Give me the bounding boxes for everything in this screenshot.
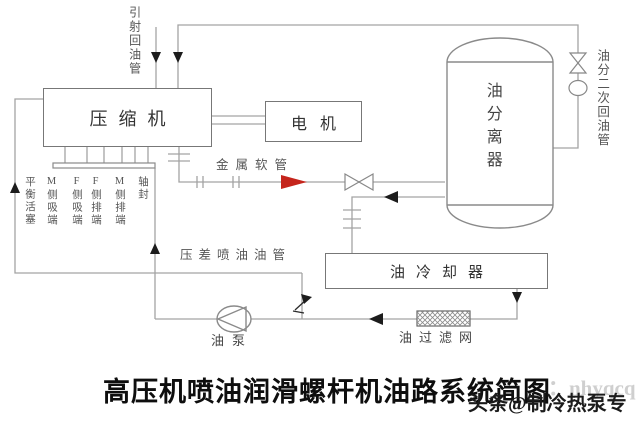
pipe-separator-to-cooler: [351, 196, 445, 253]
oil-separator-vessel: [446, 37, 554, 229]
flange-cooler-inlet: [343, 209, 361, 229]
port-label-m-suction: M侧吸端: [46, 176, 58, 227]
arrow-left-separator-out: [384, 191, 398, 203]
pipe-secondary-return-run: [177, 24, 579, 149]
compressor-box: 压缩机: [43, 88, 212, 147]
flow-arrows: [10, 52, 522, 325]
arrow-up-balance-line: [10, 182, 20, 193]
compressor-label: 压缩机: [89, 108, 177, 129]
motor-label: 电机: [290, 115, 349, 133]
ejector-return-label: 引射回油管: [127, 6, 142, 76]
oil-filter-label: 油过滤网: [399, 330, 480, 345]
relief-valve-icon: [292, 294, 312, 314]
pressure-injection-label: 压差喷油油管: [180, 248, 292, 262]
compressor-port-stubs: [64, 145, 149, 163]
shaft-coupling-lines: [210, 115, 265, 125]
secondary-return-valve-icon: [568, 52, 588, 97]
motor-box: 电机: [265, 101, 362, 142]
arrow-down-ejector-a: [151, 52, 161, 63]
port-label-balance-piston: 平衡活塞: [24, 176, 36, 226]
port-label-shaft-seal: 轴封: [137, 176, 149, 201]
flange-metal-hose: [196, 176, 240, 188]
port-label-m-discharge: M侧排端: [114, 176, 126, 227]
oil-pump-label: 油泵: [211, 333, 254, 348]
oil-filter-icon: [416, 310, 471, 327]
oil-cooler-box: 油冷却器: [325, 253, 548, 289]
oil-separator-label: 油分离器: [483, 82, 501, 174]
arrow-left-filter-line: [369, 313, 383, 325]
arrow-red-discharge: [281, 175, 307, 189]
port-manifold-bar: [52, 162, 156, 169]
watermark-faint: ：nhyqcq: [548, 376, 636, 400]
discharge-valve-icon: [344, 172, 374, 192]
metal-hose-label: 金属软管: [216, 158, 295, 172]
port-label-f-suction: F侧吸端: [71, 176, 83, 227]
arrow-down-cooler-out: [512, 292, 522, 303]
oil-cooler-label: 油冷却器: [389, 264, 494, 281]
diagram-title: 高压机喷油润滑螺杆机油路系统简图: [103, 377, 551, 407]
flange-discharge-vertical: [168, 153, 190, 162]
arrow-down-ejector-b: [173, 52, 183, 63]
secondary-return-label: 油分二次回油管: [595, 49, 610, 147]
port-label-f-discharge: F侧排端: [90, 176, 102, 227]
arrow-up-pump-feed: [150, 243, 160, 254]
watermark-badge: 头条@制冷热泵专家: [468, 393, 627, 415]
oil-pump-icon: [216, 305, 252, 333]
